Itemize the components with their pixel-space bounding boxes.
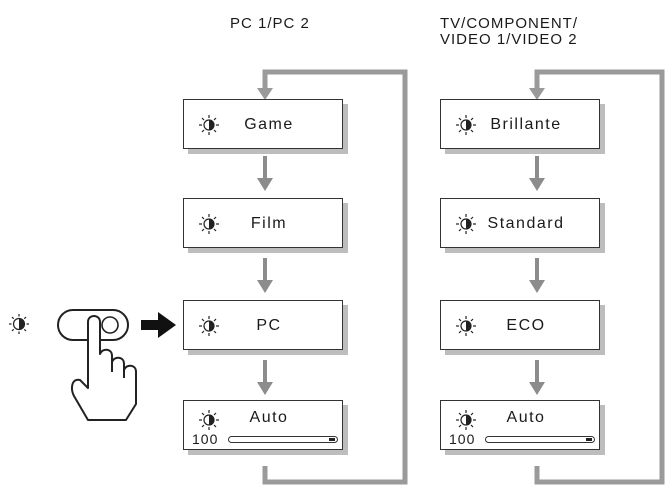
picture-mode-icon — [455, 409, 477, 436]
auto-level-bar — [228, 436, 338, 443]
auto-level-fill — [586, 438, 592, 441]
picture-mode-icon — [455, 114, 477, 141]
picture-mode-icon — [198, 315, 220, 342]
mode-box-auto: Auto 100 — [183, 400, 343, 450]
mode-box-eco: ECO — [440, 300, 600, 350]
left-loop-arrowhead — [257, 88, 273, 100]
auto-value: 100 — [192, 431, 219, 447]
picture-mode-icon — [198, 213, 220, 240]
mode-box-game: Game — [183, 99, 343, 149]
mode-box-auto-right: Auto 100 — [440, 400, 600, 450]
auto-level-fill — [329, 438, 335, 441]
mode-label: Auto — [249, 409, 289, 426]
picture-mode-icon — [455, 315, 477, 342]
left-loop-line — [262, 69, 408, 485]
picture-mode-icon — [9, 314, 29, 334]
mode-box-pc: PC — [183, 300, 343, 350]
mode-label: Game — [244, 116, 294, 133]
right-loop-arrowhead — [529, 88, 545, 100]
mode-label: Standard — [487, 215, 565, 232]
right-column-title: TV/COMPONENT/ VIDEO 1/VIDEO 2 — [440, 16, 578, 48]
right-arrow-icon — [141, 312, 176, 338]
pressing-hand-icon — [71, 315, 137, 421]
mode-label: Film — [250, 215, 288, 232]
auto-level-bar — [485, 436, 595, 443]
left-column-title: PC 1/PC 2 — [230, 15, 310, 32]
right-step-arrows — [529, 156, 545, 395]
auto-value: 100 — [449, 431, 476, 447]
right-column-title-line2: VIDEO 1/VIDEO 2 — [440, 31, 578, 48]
right-column-title-line1: TV/COMPONENT/ — [440, 15, 579, 32]
picture-mode-icon — [455, 213, 477, 240]
right-loop-line — [534, 69, 665, 485]
mode-box-film: Film — [183, 198, 343, 248]
mode-label: Brillante — [490, 116, 562, 133]
mode-label: ECO — [506, 317, 546, 334]
mode-label: PC — [256, 317, 282, 334]
picture-mode-icon — [198, 409, 220, 436]
mode-label: Auto — [506, 409, 546, 426]
picture-mode-icon — [198, 114, 220, 141]
mode-box-standard: Standard — [440, 198, 600, 248]
mode-box-brillante: Brillante — [440, 99, 600, 149]
left-step-arrows — [257, 156, 273, 395]
